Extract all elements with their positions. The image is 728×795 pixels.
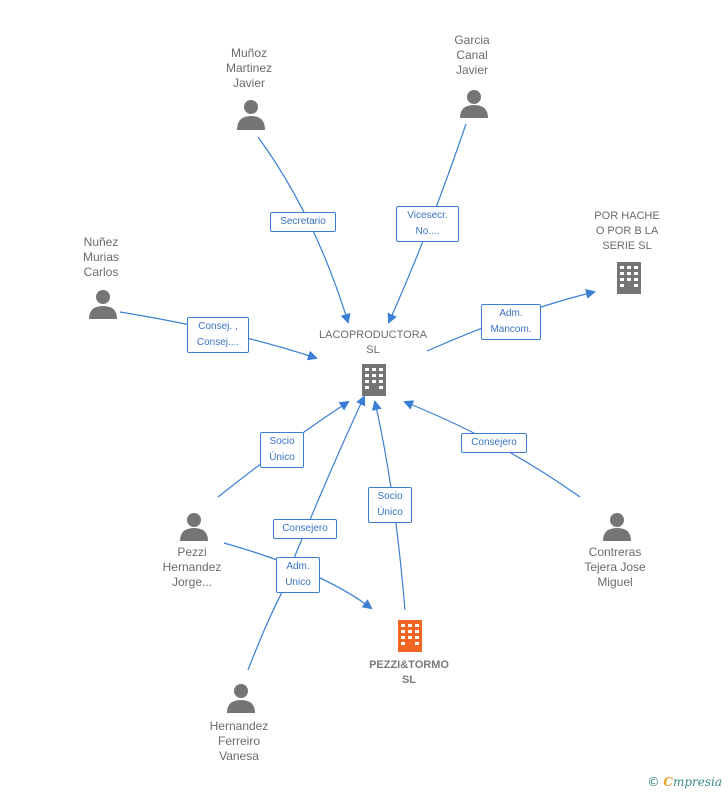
person-icon (227, 684, 255, 713)
edge-label-admmancom: Adm. Mancom. (481, 304, 541, 340)
person-icon (603, 513, 631, 541)
building-icon-focus (398, 620, 422, 652)
edge-label-vicesecr: Vicesecr. No.... (396, 206, 459, 242)
person-icon (460, 90, 488, 118)
edge-label-socio-unico: Socio Único (368, 487, 412, 523)
person-icon (237, 100, 265, 130)
edge-label-secretario: Secretario (270, 212, 336, 232)
building-icon (617, 262, 641, 294)
edge-label-consej: Consej. , Consej.... (187, 317, 249, 353)
person-icon (89, 290, 117, 319)
person-label-garcia[interactable]: Garcia Canal Javier (454, 33, 490, 77)
empresia-logo: ©Cmpresia (647, 775, 722, 789)
edge-label-adm-unico: Adm. Unico (276, 557, 320, 593)
company-label-lacoproductora[interactable]: LACOPRODUCTORA SL (319, 329, 427, 356)
person-label-contreras[interactable]: Contreras Tejera Jose Miguel (584, 545, 646, 589)
person-label-nunez[interactable]: Nuñez Murias Carlos (82, 235, 119, 279)
copyright-symbol: © (647, 775, 660, 789)
brand-name: mpresia (672, 775, 722, 789)
person-label-pezzi[interactable]: Pezzi Hernandez Jorge... (162, 545, 222, 589)
edge-label-consejero: Consejero (461, 433, 527, 453)
brand-initial: C (663, 775, 673, 789)
person-label-munoz[interactable]: Muñoz Martinez Javier (225, 46, 272, 90)
company-label-porhache[interactable]: POR HACHE O POR B LA SERIE SL (594, 210, 660, 252)
edge-pezzi-laco-consejero (289, 395, 366, 569)
company-label-pezzitormo[interactable]: PEZZI&TORMO SL (369, 659, 449, 686)
edge-label-socio-unico: Socio Único (260, 432, 304, 468)
edge-label-consejero: Consejero (273, 519, 337, 539)
person-icon (180, 513, 208, 541)
building-icon (362, 364, 386, 396)
person-label-hernandez[interactable]: Hernandez Ferreiro Vanesa (209, 719, 269, 763)
